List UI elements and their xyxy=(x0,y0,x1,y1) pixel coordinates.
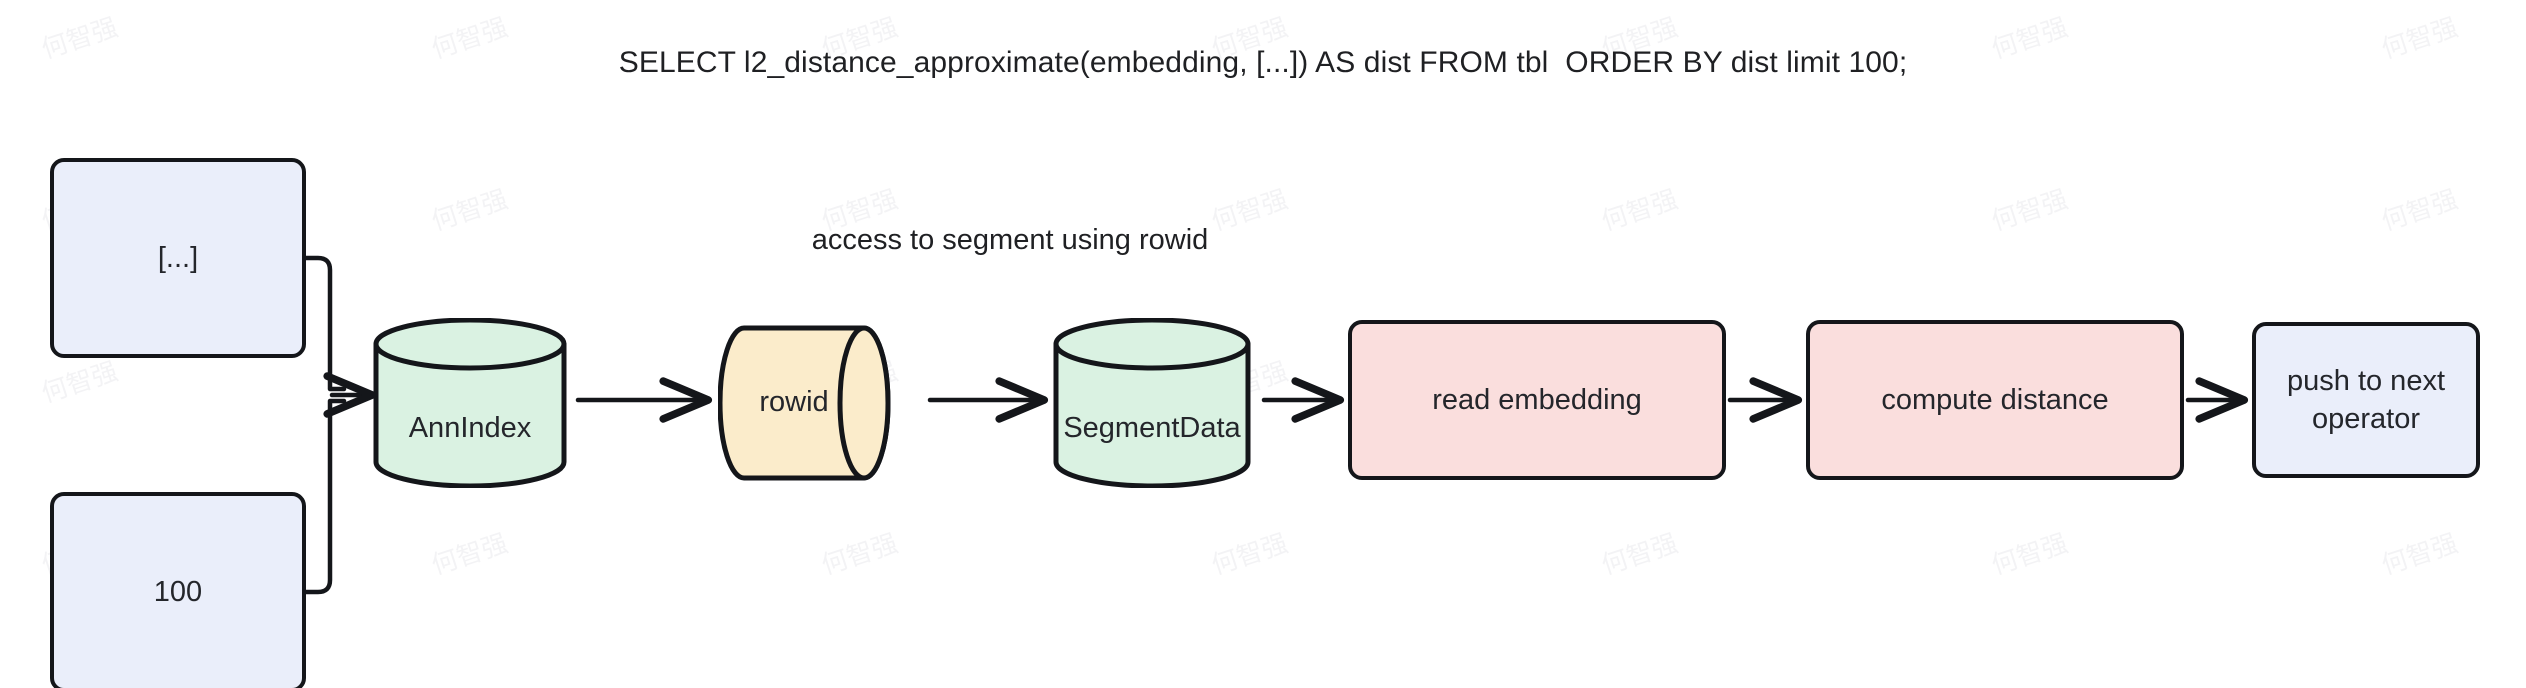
watermark: 何智强 xyxy=(1987,527,2072,581)
watermark: 何智强 xyxy=(817,527,902,581)
node-segment-data[interactable]: SegmentData xyxy=(1052,317,1252,489)
watermark: 何智强 xyxy=(1207,527,1292,581)
cylinder-v-shape xyxy=(1053,317,1251,489)
connector-vector-to-annindex xyxy=(303,255,347,392)
connector-limit-to-annindex xyxy=(303,398,347,595)
node-limit-input[interactable]: 100 xyxy=(50,492,306,688)
watermark: 何智强 xyxy=(37,355,122,409)
watermark: 何智强 xyxy=(2377,183,2462,237)
node-push-label-line1: push to next xyxy=(2287,364,2445,397)
node-ann-index[interactable]: AnnIndex xyxy=(372,317,568,489)
node-rowid[interactable]: rowid xyxy=(717,324,918,482)
node-vector-input[interactable]: [...] xyxy=(50,158,306,358)
watermark: 何智强 xyxy=(1987,183,2072,237)
watermark: 何智强 xyxy=(427,527,512,581)
watermark: 何智强 xyxy=(2377,527,2462,581)
watermark: 何智强 xyxy=(427,183,512,237)
cylinder-h-shape xyxy=(717,325,891,481)
watermark: 何智强 xyxy=(1597,527,1682,581)
node-read-embedding[interactable]: read embedding xyxy=(1348,320,1726,480)
cylinder-v-shape xyxy=(373,317,567,489)
sql-query-caption: SELECT l2_distance_approximate(embedding… xyxy=(618,46,1908,79)
node-compute-distance[interactable]: compute distance xyxy=(1806,320,2184,480)
node-push-to-next-operator[interactable]: push to next operator xyxy=(2252,322,2480,478)
watermark: 何智强 xyxy=(1597,183,1682,237)
node-push-label-line2: operator xyxy=(2311,403,2420,435)
edge-label-access-to-segment: access to segment using rowid xyxy=(811,224,1209,256)
